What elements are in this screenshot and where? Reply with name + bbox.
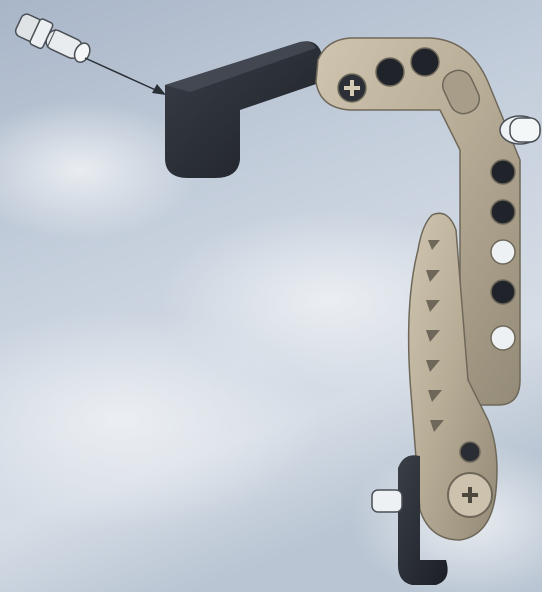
white-pin-icon bbox=[500, 116, 540, 144]
pin-hole-icon bbox=[460, 442, 480, 462]
pin-hole-icon bbox=[491, 280, 515, 304]
pin-hole-icon bbox=[491, 160, 515, 184]
pin-hole-icon bbox=[376, 58, 404, 86]
white-pin-hole-icon bbox=[491, 326, 515, 350]
axle-hole-icon bbox=[338, 74, 366, 102]
pin-hole-icon bbox=[491, 200, 515, 224]
white-pin-hole-icon bbox=[491, 240, 515, 264]
pin-hole-icon bbox=[411, 48, 439, 76]
